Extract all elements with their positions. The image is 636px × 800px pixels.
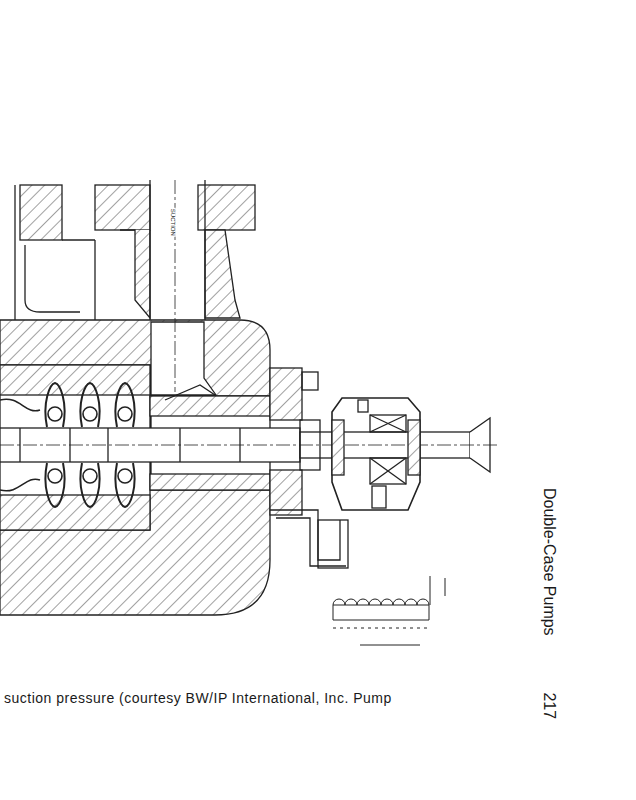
running-header: Double-Case Pumps xyxy=(540,488,558,636)
page-number: 217 xyxy=(540,693,558,720)
flow-label: SUCTION xyxy=(169,208,176,237)
pump-drawing xyxy=(0,180,500,645)
figure-caption: suction pressure (courtesy BW/IP Interna… xyxy=(4,691,392,706)
